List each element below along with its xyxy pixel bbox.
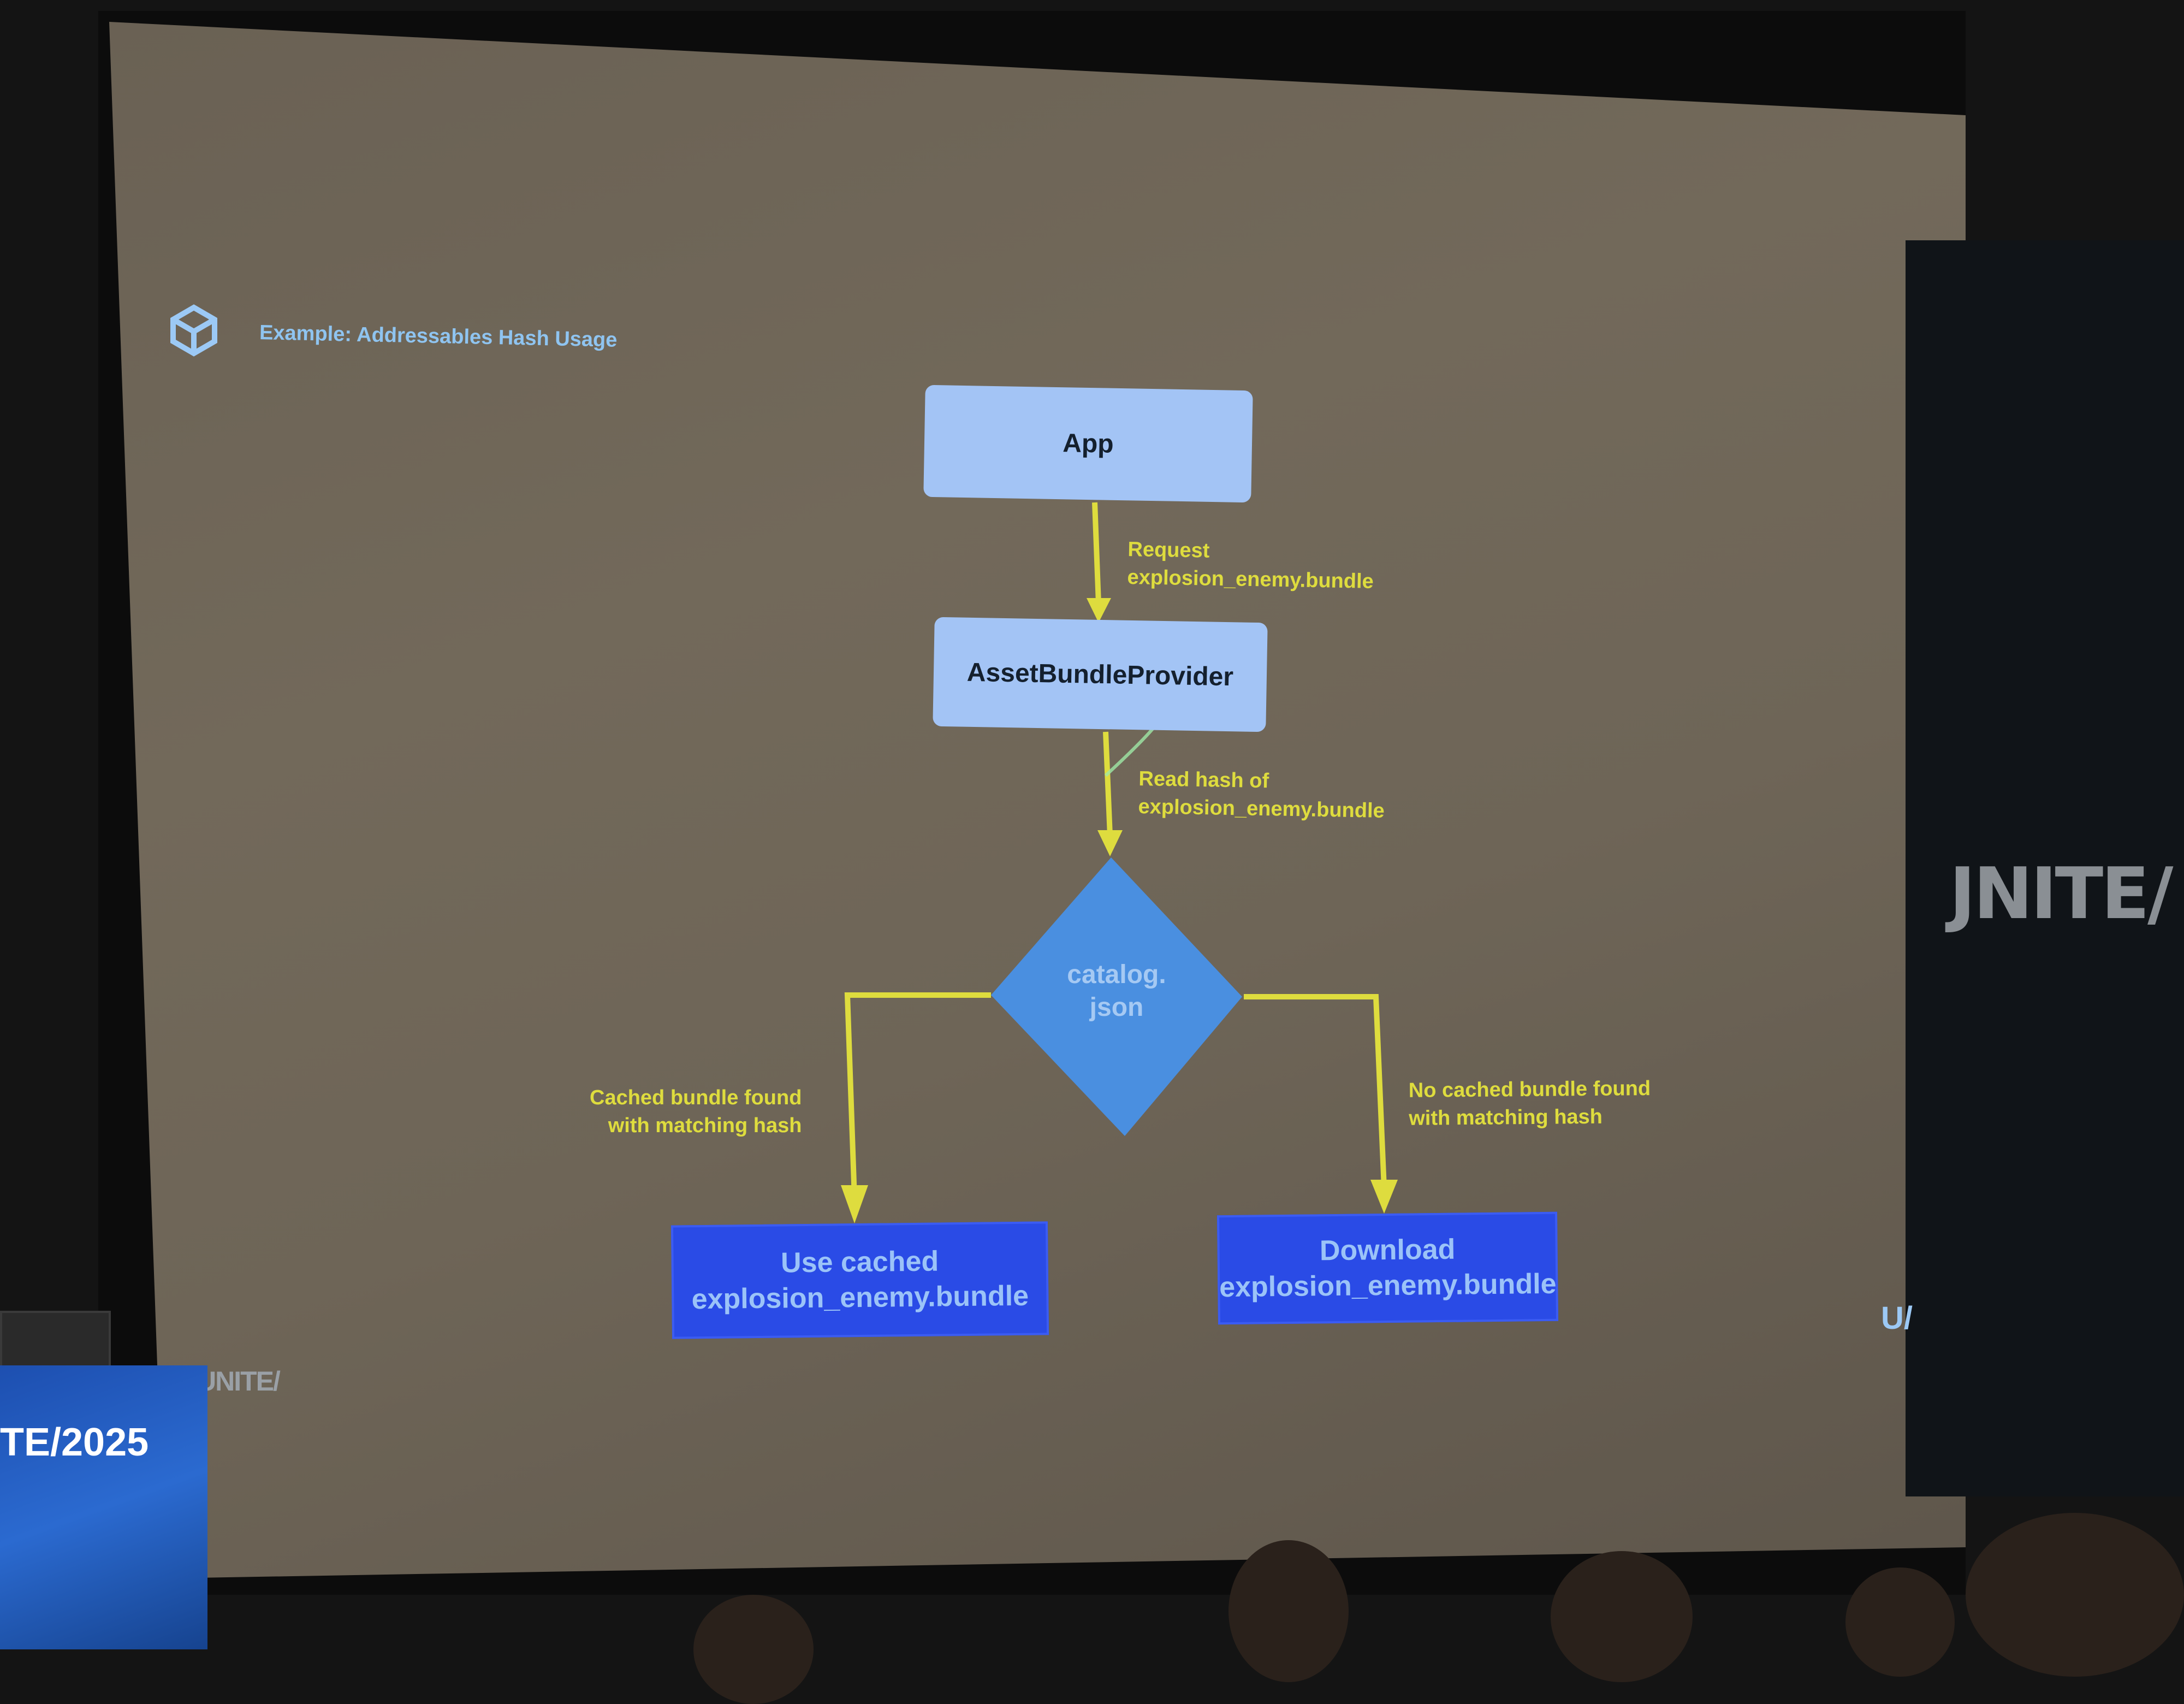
arrow-catalog-to-download — [1244, 994, 1387, 1188]
asset-bundle-provider-node: AssetBundleProvider — [933, 617, 1268, 732]
use-cached-node: Use cached explosion_enemy.bundle — [670, 1221, 1049, 1339]
cached-found-line2: with matching hash — [608, 1114, 802, 1138]
flow-connectors — [841, 502, 1398, 1223]
app-node: App — [923, 384, 1253, 503]
provider-label: AssetBundleProvider — [966, 658, 1234, 691]
audience-head — [1228, 1540, 1349, 1682]
arrow-catalog-to-cached — [844, 992, 991, 1199]
download-node: Download explosion_enemy.bundle — [1216, 1211, 1559, 1325]
arrowhead-cached — [841, 1185, 868, 1223]
no-cached-line1: No cached bundle found — [1408, 1077, 1651, 1102]
request-line1: Request — [1127, 538, 1210, 563]
no-cached-line2: with matching hash — [1409, 1105, 1603, 1131]
audience-head — [1966, 1513, 2184, 1677]
laptop — [0, 1311, 111, 1375]
arrow-app-to-provider — [1092, 502, 1101, 604]
arrowhead-provider — [1087, 598, 1111, 623]
audience-head — [693, 1595, 814, 1704]
no-cached-edge-label: No cached bundle found with matching has… — [1409, 1075, 1651, 1133]
unity-corner-logo: U/ — [1881, 1300, 1913, 1336]
banner-text: JNITE/ S — [1949, 852, 2184, 935]
audience-head — [1551, 1551, 1693, 1682]
podium — [0, 1365, 207, 1649]
use-cached-line1: Use cached — [780, 1245, 939, 1279]
request-edge-label: Request explosion_enemy.bundle — [1127, 536, 1374, 596]
catalog-label-line1: catalog. — [1067, 960, 1166, 989]
read-hash-edge-label: Read hash of explosion_enemy.bundle — [1138, 765, 1385, 825]
read-hash-line2: explosion_enemy.bundle — [1138, 795, 1385, 823]
catalog-label-line2: json — [1089, 993, 1144, 1022]
download-line1: Download — [1319, 1233, 1456, 1267]
audience-head — [1845, 1567, 1955, 1677]
app-label: App — [1062, 429, 1114, 459]
podium-text: TE/2025 — [0, 1421, 149, 1464]
use-cached-line2: explosion_enemy.bundle — [691, 1280, 1029, 1316]
arrowhead-catalog — [1097, 830, 1123, 856]
unite-bottom-logo: UNITE/ — [197, 1366, 281, 1397]
cached-found-edge-label: Cached bundle found with matching hash — [590, 1084, 802, 1140]
laser-pointer-streak — [1104, 725, 1156, 777]
conference-room: JNITE/ S Example: Addressables Hash Usag… — [0, 22, 2184, 1704]
download-line2: explosion_enemy.bundle — [1219, 1268, 1557, 1304]
arrow-provider-to-catalog — [1103, 731, 1113, 836]
event-banner — [1906, 240, 2184, 1496]
arrowhead-download — [1370, 1180, 1398, 1214]
read-hash-line1: Read hash of — [1138, 767, 1269, 793]
catalog-label: catalog. json — [1035, 958, 1198, 1024]
catalog-diamond — [991, 857, 1242, 1136]
unity-logo-icon — [170, 304, 217, 357]
cached-found-line1: Cached bundle found — [590, 1086, 802, 1109]
audience — [0, 1513, 2184, 1704]
request-line2: explosion_enemy.bundle — [1127, 566, 1374, 594]
